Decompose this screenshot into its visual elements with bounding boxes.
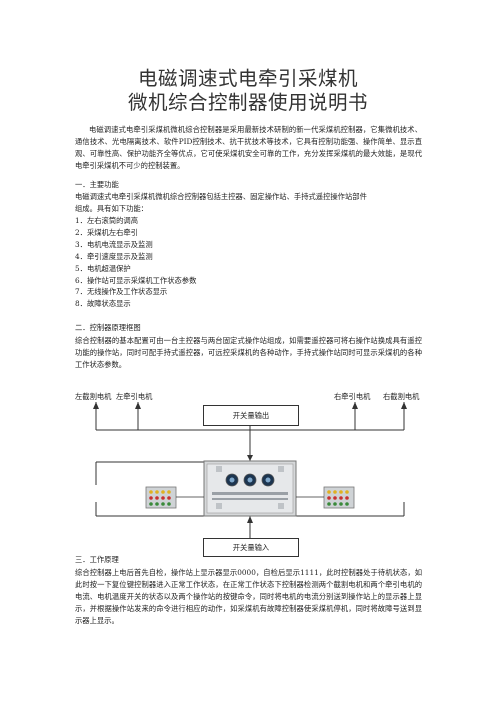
intro-paragraph: 电磁调速式电牵引采煤机微机综合控制器是采用最新技术研制的新一代采煤机控制器，它集… (75, 125, 422, 170)
left-operation-station-image (145, 486, 177, 509)
document-title-line1: 电磁调速式电牵引采煤机 (137, 67, 358, 90)
section3-heading: 三．工作原理 (75, 555, 119, 564)
label-left-haul-motor: 左牵引电机 (116, 392, 153, 401)
switch-input-box: 开关量输入 (203, 538, 299, 557)
list-item: 3．电机电流显示及监测 (75, 239, 153, 249)
list-item: 1．左右滚筒的调高 (75, 216, 139, 225)
main-controller-image (203, 460, 297, 517)
switch-output-box: 开关量输出 (203, 405, 299, 426)
label-right-cut-motor: 右截割电机 (383, 392, 420, 401)
list-item: 4．牵引速度显示及监测 (75, 251, 153, 261)
section1-para-line1: 电磁调速式电牵引采煤机微机综合控制器包括主控器、固定操作站、手持式遥控操作站部件 (75, 192, 367, 201)
right-operation-station-image (323, 486, 355, 509)
list-item: 6．操作站可显示采煤机工作状态参数 (75, 275, 197, 285)
section3-paragraph: 综合控制器上电后首先自检，操作站上显示器显示0000，自检后显示1111，此时控… (75, 568, 422, 625)
list-item: 7．无线操作及工作状态显示 (75, 287, 168, 297)
label-right-haul-motor: 右牵引电机 (334, 392, 371, 401)
label-left-cut-motor: 左截割电机 (75, 392, 112, 401)
section2-heading: 二．控制器原理框图 (75, 323, 141, 332)
list-item: 5．电机超温保护 (75, 263, 131, 273)
section1-para-line2: 组成。具有如下功能： (75, 204, 148, 213)
list-item: 8．故障状态显示 (75, 299, 131, 309)
section1-heading: 一．主要功能 (75, 180, 119, 189)
document-title-line2: 微机综合控制器使用说明书 (127, 91, 368, 114)
list-item: 2．采煤机左右牵引 (75, 227, 139, 237)
function-list: 1．左右滚筒的调高 2．采煤机左右牵引 3．电机电流显示及监测 4．牵引速度显示… (75, 215, 196, 310)
section2-paragraph: 综合控制器的基本配置可由一台主控器与两台固定式操作站组成，如需要遥控器可将右操作… (75, 336, 422, 369)
